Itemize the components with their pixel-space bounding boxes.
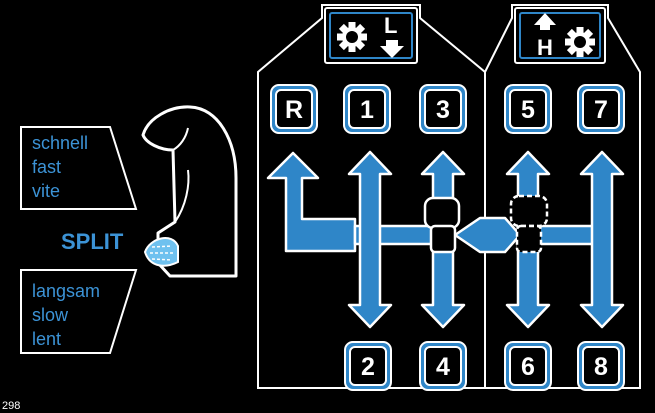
- neutral-marker-low: [423, 196, 461, 254]
- gear-lever-knob: [141, 105, 238, 278]
- split-fast-box: schnell fast vite: [20, 126, 138, 210]
- gate-7-8: [579, 150, 625, 329]
- split-fast-label-fr: vite: [32, 181, 60, 201]
- gear-badge-8: 8: [577, 341, 625, 391]
- split-label: SPLIT: [61, 229, 124, 254]
- figure-code: 298: [2, 400, 20, 412]
- split-slow-label-fr: lent: [32, 329, 61, 349]
- gear-icon: [565, 27, 595, 57]
- reverse-gate: [266, 151, 357, 253]
- gear-label-1: 1: [360, 96, 374, 124]
- high-range-panel: H: [484, 4, 641, 389]
- split-slow-label-de: langsam: [32, 281, 100, 301]
- shift-pattern: [266, 150, 625, 329]
- gear-badge-r: R: [270, 84, 318, 134]
- gear-label-6: 6: [521, 353, 535, 381]
- house-arrow-up-icon: [534, 13, 556, 30]
- gear-badge-2: 2: [344, 341, 392, 391]
- gear-label-2: 2: [361, 353, 375, 381]
- gear-badge-7: 7: [577, 84, 625, 134]
- gear-label-4: 4: [436, 353, 450, 381]
- gear-label-3: 3: [436, 96, 450, 124]
- gear-badge-4: 4: [419, 341, 467, 391]
- gate-1-2: [347, 150, 393, 329]
- gear-badge-6: 6: [504, 341, 552, 391]
- arrow-down-icon: [380, 40, 404, 58]
- gear-badge-5: 5: [504, 84, 552, 134]
- gear-label-7: 7: [594, 96, 608, 124]
- high-range-letter: H: [537, 35, 553, 60]
- gear-badge-3: 3: [419, 84, 467, 134]
- neutral-marker-high: [509, 194, 549, 254]
- gear-label-8: 8: [594, 353, 608, 381]
- gear-badge-1: 1: [343, 84, 391, 134]
- split-slow-label-en: slow: [32, 305, 69, 325]
- split-switch-icon: [143, 237, 179, 267]
- gear-label-5: 5: [521, 96, 535, 124]
- gear-icon: [337, 22, 367, 52]
- low-range-letter: L: [384, 13, 397, 38]
- split-slow-box: langsam slow lent: [20, 269, 138, 354]
- split-fast-label-de: schnell: [32, 133, 88, 153]
- gear-label-r: R: [285, 96, 303, 124]
- split-fast-label-en: fast: [32, 157, 61, 177]
